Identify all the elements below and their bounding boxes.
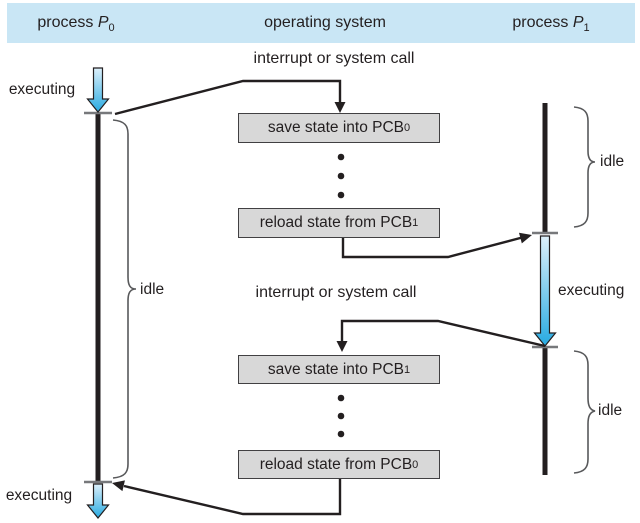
connector-reload-pcb1-to-p1 <box>341 235 525 259</box>
ellipsis-dots-top <box>337 153 345 199</box>
brace-idle-p0 <box>112 119 137 479</box>
header-label-operating-system: operating system <box>264 14 386 31</box>
executing-label-p0-top: executing <box>8 81 76 98</box>
ellipsis-dots-bottom <box>337 394 345 438</box>
header-band <box>7 3 635 43</box>
header-label-process-p1: process P1 <box>512 14 590 34</box>
arrowhead-into-p0 <box>112 480 125 492</box>
idle-label-p1-top: idle <box>600 153 625 170</box>
executing-label-p1: executing <box>558 282 625 299</box>
interrupt-label-top: interrupt or system call <box>253 50 415 67</box>
arrowhead-into-p1 <box>518 232 532 244</box>
header-label-process-p0: process P0 <box>37 14 115 34</box>
executing-arrow-p0-top <box>86 67 110 113</box>
executing-arrow-p1 <box>533 235 557 347</box>
brace-idle-p1-top <box>573 106 596 228</box>
connector-p0-to-save-pcb0 <box>114 79 342 116</box>
brace-idle-p1-bottom <box>573 350 596 474</box>
idle-label-p0: idle <box>140 281 165 298</box>
connector-reload-pcb0-to-p0 <box>123 479 342 516</box>
idle-label-p1-bottom: idle <box>598 402 623 419</box>
connector-p1-to-save-pcb1 <box>340 319 546 348</box>
executing-label-p0-bottom: executing <box>5 487 73 504</box>
executing-arrow-p0-bottom <box>86 483 110 519</box>
arrowhead-into-save-pcb1 <box>336 341 348 352</box>
interrupt-label-bottom: interrupt or system call <box>255 284 417 301</box>
arrowhead-into-save-pcb0 <box>334 102 346 113</box>
